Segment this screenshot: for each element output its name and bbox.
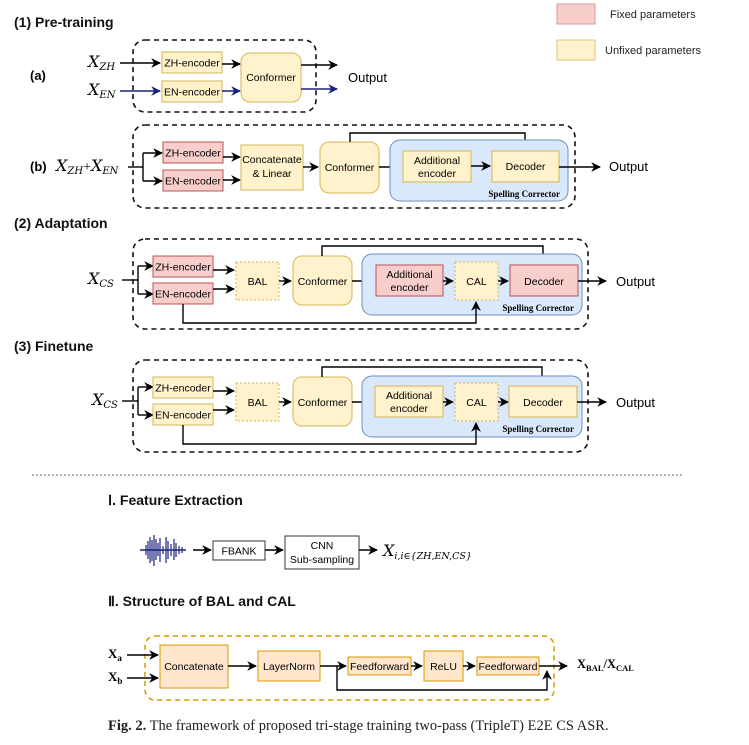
svg-text:LayerNorm: LayerNorm	[263, 661, 315, 673]
input-xzh-xen: XZH+XEN	[54, 156, 120, 177]
legend-unfixed-swatch	[556, 39, 596, 61]
cal-2	[454, 261, 499, 301]
svg-text:ZH-encoder: ZH-encoder	[155, 262, 211, 274]
feature-title: Ⅰ. Feature Extraction	[108, 492, 243, 508]
output-a: Output	[348, 70, 387, 85]
svg-text:Conformer: Conformer	[298, 276, 348, 288]
stage2-title: (2) Adaptation	[14, 215, 108, 231]
input-xzh: XZH	[86, 52, 115, 73]
legend-unfixed-label: Unfixed parameters	[605, 45, 701, 57]
caption-text: The framework of proposed tri-stage trai…	[146, 718, 609, 734]
feature-extraction: FBANK CNN Sub-sampling Xi,i∈{ZH,EN,CS}	[140, 535, 472, 570]
svg-text:Conformer: Conformer	[246, 72, 296, 84]
output-3: Output	[616, 395, 655, 410]
dashed-boundary-3	[132, 359, 589, 453]
spelling-corrector-label-b: Spelling Corrector	[488, 189, 560, 199]
svg-text:BAL: BAL	[248, 276, 268, 288]
label-a: (a)	[30, 68, 46, 83]
legend-fixed-label: Fixed parameters	[610, 9, 696, 21]
svg-text:ZH-encoder: ZH-encoder	[164, 58, 220, 70]
svg-text:Concatenate: Concatenate	[242, 154, 302, 166]
legend-fixed-swatch	[556, 3, 596, 25]
svg-text:CAL: CAL	[466, 276, 487, 288]
svg-text:Sub-sampling: Sub-sampling	[290, 554, 354, 566]
stage1-b: (b) XZH+XEN ZH-encoder EN-encoder Concat…	[30, 124, 648, 209]
stage3-title: (3) Finetune	[14, 338, 94, 354]
svg-text:encoder: encoder	[391, 282, 429, 294]
bal-3	[235, 382, 280, 422]
decoder-b	[491, 150, 560, 183]
svg-text:ReLU: ReLU	[430, 661, 457, 673]
output-b: Output	[609, 159, 648, 174]
svg-text:Feedforward: Feedforward	[479, 661, 538, 673]
svg-text:ZH-encoder: ZH-encoder	[165, 148, 221, 160]
decoder-3	[508, 385, 578, 418]
svg-text:Feedforward: Feedforward	[350, 661, 409, 673]
cal-3	[454, 382, 499, 422]
svg-text:Additional: Additional	[386, 269, 432, 281]
zh-encoder-b	[162, 141, 224, 164]
relu-box	[423, 650, 464, 682]
additional-encoder-b	[402, 150, 472, 183]
svg-text:Conformer: Conformer	[325, 162, 375, 174]
input-xa: Xa	[108, 646, 122, 663]
structure-title: Ⅱ. Structure of BAL and CAL	[108, 593, 296, 609]
figure-number: Fig. 2.	[108, 718, 147, 734]
dashed-boundary-2	[132, 238, 589, 330]
svg-text:Concatenate: Concatenate	[164, 661, 224, 673]
output-2: Output	[616, 274, 655, 289]
svg-text:EN-encoder: EN-encoder	[165, 176, 222, 188]
zh-encoder-2	[152, 255, 214, 278]
waveform-icon	[140, 535, 186, 566]
stage3: XCS ZH-encoder EN-encoder BAL Conformer …	[90, 359, 655, 453]
input-xcs-3: XCS	[90, 390, 118, 411]
label-b: (b)	[30, 159, 47, 174]
structure-output: XBAL/XCAL	[577, 657, 634, 673]
svg-text:Conformer: Conformer	[298, 397, 348, 409]
svg-text:& Linear: & Linear	[252, 168, 292, 180]
stage2: XCS ZH-encoder EN-encoder BAL Conformer …	[86, 238, 655, 330]
svg-text:Decoder: Decoder	[523, 397, 563, 409]
svg-text:BAL: BAL	[248, 397, 268, 409]
layernorm-box	[257, 650, 321, 682]
svg-text:EN-encoder: EN-encoder	[155, 410, 212, 422]
stage1-a: (a) XZH XEN ZH-encoder EN-encoder Confor…	[30, 39, 387, 113]
svg-text:CNN: CNN	[311, 540, 334, 552]
dashed-boundary-structure	[144, 635, 555, 701]
zh-encoder-a	[161, 51, 223, 74]
svg-text:EN-encoder: EN-encoder	[164, 87, 221, 99]
svg-text:Decoder: Decoder	[524, 276, 564, 288]
cnn-box	[284, 535, 360, 570]
spelling-corrector-label-3: Spelling Corrector	[502, 424, 574, 434]
spelling-corrector-label-2: Spelling Corrector	[502, 303, 574, 313]
additional-encoder-3	[374, 385, 444, 418]
stage1-title: (1) Pre-training	[14, 14, 114, 30]
svg-text:CAL: CAL	[466, 397, 487, 409]
svg-text:encoder: encoder	[390, 403, 428, 415]
legend: Fixed parameters Unfixed parameters	[556, 3, 701, 61]
input-xen: XEN	[86, 80, 117, 101]
svg-text:EN-encoder: EN-encoder	[155, 289, 212, 301]
dashed-boundary-a	[132, 39, 317, 113]
svg-text:Decoder: Decoder	[506, 161, 546, 173]
figure-caption: Fig. 2. The framework of proposed tri-st…	[108, 718, 609, 735]
bal-cal-structure: Xa Xb Concatenate LayerNorm Feedforward …	[108, 635, 634, 701]
dashed-boundary-b	[132, 124, 576, 209]
input-xcs-2: XCS	[86, 269, 114, 290]
svg-text:Additional: Additional	[414, 155, 460, 167]
feature-output: Xi,i∈{ZH,EN,CS}	[381, 541, 472, 562]
svg-text:encoder: encoder	[418, 168, 456, 180]
conformer-a	[240, 52, 302, 103]
svg-text:FBANK: FBANK	[221, 546, 256, 558]
svg-text:ZH-encoder: ZH-encoder	[155, 383, 211, 395]
zh-encoder-3	[152, 376, 214, 399]
svg-text:Additional: Additional	[386, 390, 432, 402]
input-xb: Xb	[108, 669, 122, 686]
decoder-2	[509, 264, 579, 297]
